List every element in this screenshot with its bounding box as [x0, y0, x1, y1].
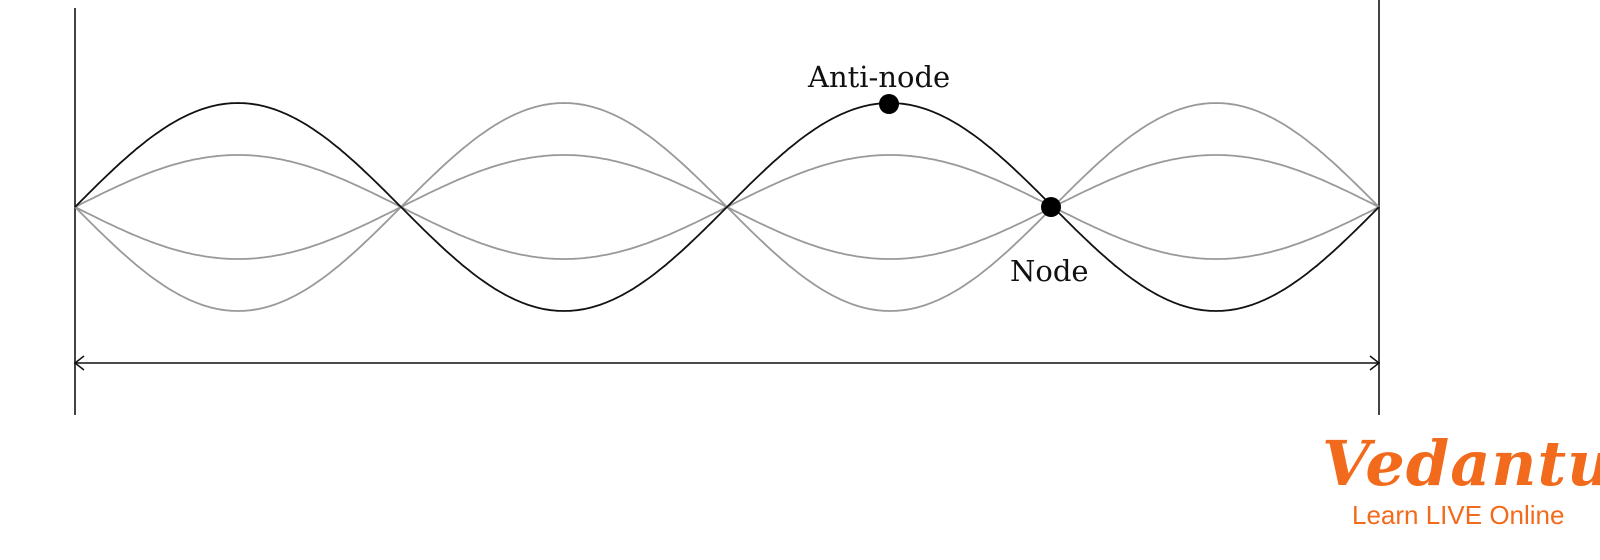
length-arrow [73, 355, 1381, 371]
antinode-marker [879, 94, 899, 114]
antinode-label: Anti-node [808, 60, 951, 94]
logo-brand: Vedantu [1322, 427, 1600, 500]
node-marker [1041, 197, 1061, 217]
logo-tagline: Learn LIVE Online [1352, 500, 1565, 530]
vedantu-logo: Vedantu Learn LIVE Online [1322, 427, 1600, 531]
node-label: Node [1010, 254, 1089, 288]
wave-primary [74, 102, 1380, 312]
